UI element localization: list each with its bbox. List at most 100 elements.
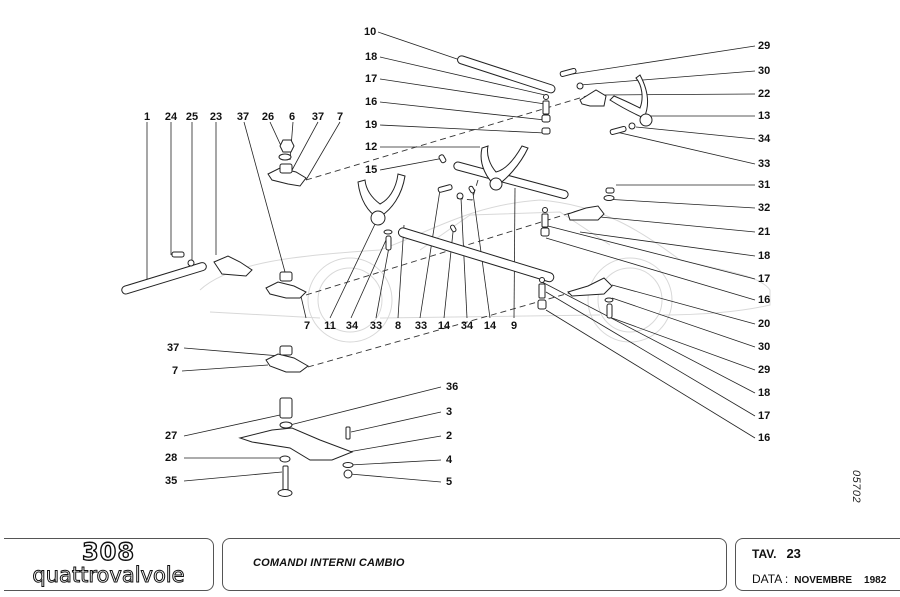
callout-label: 24 (164, 111, 178, 123)
callout-label: 15 (365, 164, 378, 176)
callout-label: 34 (345, 320, 359, 332)
callout-label: 22 (758, 88, 771, 100)
part-selector-23 (213, 255, 253, 277)
part-washer-4 (342, 462, 354, 468)
part-lever-7-low (265, 353, 309, 373)
callout-label: 4 (446, 454, 453, 466)
callout-label: 34 (758, 133, 771, 145)
document-title: COMANDI INTERNI CAMBIO (253, 557, 405, 569)
callout-label: 27 (165, 430, 178, 442)
part-stud-3 (345, 426, 351, 440)
callout-label: 37 (167, 342, 180, 354)
part-bolt-35 (282, 465, 289, 491)
callout-label: 17 (758, 273, 771, 285)
callout-label: 16 (758, 294, 771, 306)
callout-label: 14 (483, 320, 497, 332)
date-month: NOVEMBRE (794, 575, 853, 586)
callout-label: 37 (311, 111, 325, 123)
callout-label: 5 (446, 476, 453, 488)
callout-label: 33 (414, 320, 428, 332)
part-bolt-24 (171, 251, 185, 258)
callout-label: 2 (446, 430, 453, 442)
part-bracket-2 (238, 427, 354, 461)
part-nut-6 (279, 139, 295, 153)
logo-variant: quattrovalvole (32, 563, 185, 588)
part-bolt-31 (605, 187, 615, 194)
callout-label: 16 (758, 432, 771, 444)
logo-model: 308 (81, 538, 136, 566)
part-bolt-29-low (606, 303, 613, 319)
callout-label: 30 (758, 65, 771, 77)
part-shift-rod-9 (453, 161, 569, 199)
callout-label: 20 (758, 318, 771, 330)
part-detent-stack-top (541, 94, 551, 135)
part-bolt-29-top (559, 67, 577, 78)
part-detent-stack-low (537, 277, 547, 310)
callout-label: 36 (446, 381, 459, 393)
callout-label: 26 (261, 111, 275, 123)
callout-label: 12 (365, 141, 378, 153)
part-fork-12 (480, 145, 529, 187)
part-washer-34-left (383, 229, 393, 235)
part-selector-21 (567, 205, 605, 221)
callout-label: 23 (209, 111, 223, 123)
callout-label: 34 (460, 320, 474, 332)
part-washer-36 (279, 421, 293, 429)
part-fork-13 (609, 74, 648, 119)
drawing-number: 05702 (850, 470, 862, 504)
callout-label: 37 (236, 111, 250, 123)
callout-label: 29 (758, 364, 771, 376)
callout-label: 32 (758, 202, 771, 214)
part-shift-rod-10 (457, 55, 556, 94)
callout-label: 21 (758, 226, 771, 238)
part-bush-37-c (279, 345, 293, 356)
callout-label: 28 (165, 452, 178, 464)
part-selector-22 (579, 89, 607, 107)
callout-label: 18 (758, 387, 771, 399)
part-washer-28 (279, 455, 291, 463)
part-rod-1 (121, 262, 207, 295)
callout-label: 1 (143, 111, 151, 123)
part-spacer-27 (279, 397, 293, 419)
callout-label: 29 (758, 40, 771, 52)
callout-label: 17 (758, 410, 771, 422)
callout-label: 8 (394, 320, 402, 332)
callout-label: 7 (303, 320, 311, 332)
callout-label: 3 (446, 406, 453, 418)
part-washer-26 (278, 153, 292, 161)
part-fork-11 (357, 173, 406, 219)
callout-label: 6 (288, 111, 296, 123)
parts (121, 55, 653, 497)
callout-label: 9 (510, 320, 518, 332)
part-pin-14-a (468, 185, 475, 194)
part-nut-5 (343, 469, 353, 479)
part-shift-rod-8 (397, 227, 555, 283)
table-label: TAV. (752, 547, 777, 561)
part-bush-37-a (279, 163, 293, 174)
part-bolt-33-right (609, 125, 627, 136)
date-year: 1982 (864, 575, 887, 586)
callout-label: 7 (172, 365, 179, 377)
callout-label: 35 (165, 475, 178, 487)
part-bolt-33-left (385, 235, 392, 251)
callout-label: 14 (437, 320, 451, 332)
part-pin-14-b (450, 224, 457, 233)
part-pin-15 (438, 154, 447, 164)
callout-label: 31 (758, 179, 771, 191)
exploded-parts-diagram (121, 31, 771, 497)
callout-label: 13 (758, 110, 771, 122)
callout-label: 10 (364, 26, 377, 38)
callout-label: 7 (336, 111, 344, 123)
callout-label: 30 (758, 341, 771, 353)
title-block-title: COMANDI INTERNI CAMBIO (222, 538, 727, 591)
part-lever-7-mid (265, 281, 307, 299)
callout-label: 18 (365, 51, 378, 63)
part-nut-25 (187, 259, 195, 267)
callout-label: 19 (365, 119, 378, 131)
callout-label: 11 (324, 320, 336, 332)
part-washer-34-right (628, 122, 636, 130)
callout-label: 33 (369, 320, 383, 332)
part-washer-32 (603, 195, 615, 201)
title-block-logo: 308 quattrovalvole (4, 538, 214, 591)
